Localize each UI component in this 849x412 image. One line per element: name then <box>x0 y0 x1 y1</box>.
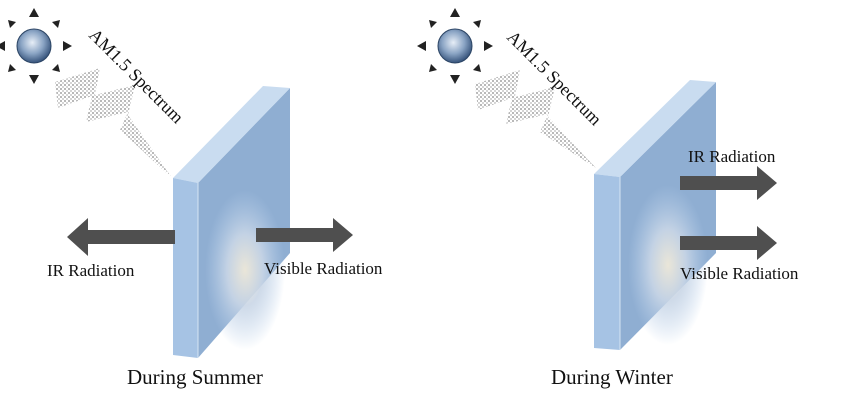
ir-label: IR Radiation <box>688 147 776 166</box>
visible-arrow <box>256 218 353 252</box>
winter-caption: During Winter <box>551 365 673 389</box>
glass-pane <box>173 86 290 358</box>
visible-arrow <box>680 226 777 260</box>
visible-label: Visible Radiation <box>264 259 383 278</box>
ir-arrow <box>67 218 175 256</box>
sun-icon <box>417 8 493 84</box>
summer-caption: During Summer <box>127 365 263 389</box>
winter-panel: AM1.5 Spectrum IR Radiation Visible Radi… <box>417 8 799 389</box>
sunlight-beam <box>55 68 172 178</box>
ir-arrow <box>680 166 777 200</box>
summer-panel: AM1.5 Spectrum IR Radiation Visible Radi… <box>0 8 383 389</box>
sun-icon <box>0 8 72 84</box>
visible-label: Visible Radiation <box>680 264 799 283</box>
glass-pane <box>594 80 716 350</box>
ir-label: IR Radiation <box>47 261 135 280</box>
sunlight-beam <box>475 70 596 168</box>
